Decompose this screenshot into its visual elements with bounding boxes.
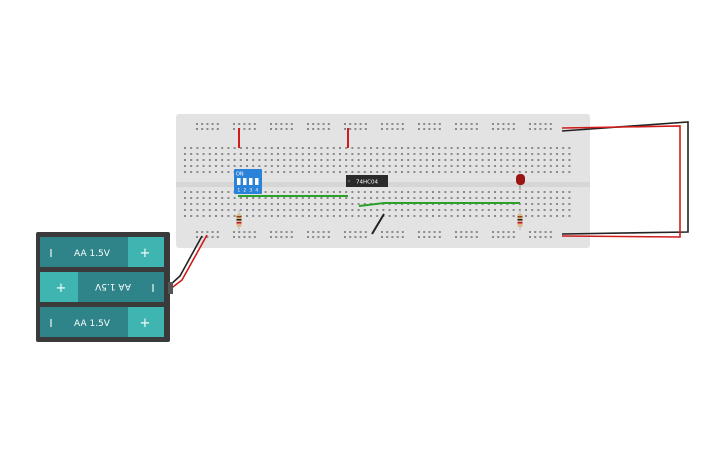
cell-3-plus: + [140,316,151,331]
led[interactable] [516,174,525,190]
dip-number-4: 4 [255,188,258,194]
battery-cell-1: I AA 1.5V + [40,237,164,267]
battery-cell-2: + AA 1.5V I [40,272,164,302]
ic-chip[interactable]: 74HC04 [346,175,388,187]
dip-toggle-4[interactable] [255,178,259,185]
dip-number-3: 3 [249,188,252,194]
cell-2-plus: + [56,281,67,296]
cell-1-plus: + [140,246,151,261]
wire-red-rail[interactable] [561,125,681,238]
cell-1-label: AA 1.5V [74,249,111,259]
cell-2-label: AA 1.5V [94,281,131,291]
dip-toggle-1[interactable] [237,178,241,185]
dip-number-1: 1 [237,188,240,194]
wire-green-output[interactable] [358,202,520,207]
dip-toggle-3[interactable] [249,178,253,185]
dip-switch-on-label: ON [236,172,244,178]
dip-number-2: 2 [243,188,246,194]
cell-3-label: AA 1.5V [74,319,111,329]
cell-1-minus: I [49,247,52,260]
battery-red-lead[interactable] [168,234,208,291]
dip-toggle-2[interactable] [243,178,247,185]
resistor-left[interactable] [236,210,242,230]
battery-cell-3: I AA 1.5V + [40,307,164,337]
chip-label: 74HC04 [356,179,378,185]
cell-2-minus: I [151,282,154,295]
battery-pack[interactable]: I AA 1.5V + + AA 1.5V I I AA 1.5V + [36,232,173,342]
wire-ground-chip[interactable] [371,213,385,235]
resistor-right[interactable] [517,210,523,230]
cell-3-minus: I [49,317,52,330]
